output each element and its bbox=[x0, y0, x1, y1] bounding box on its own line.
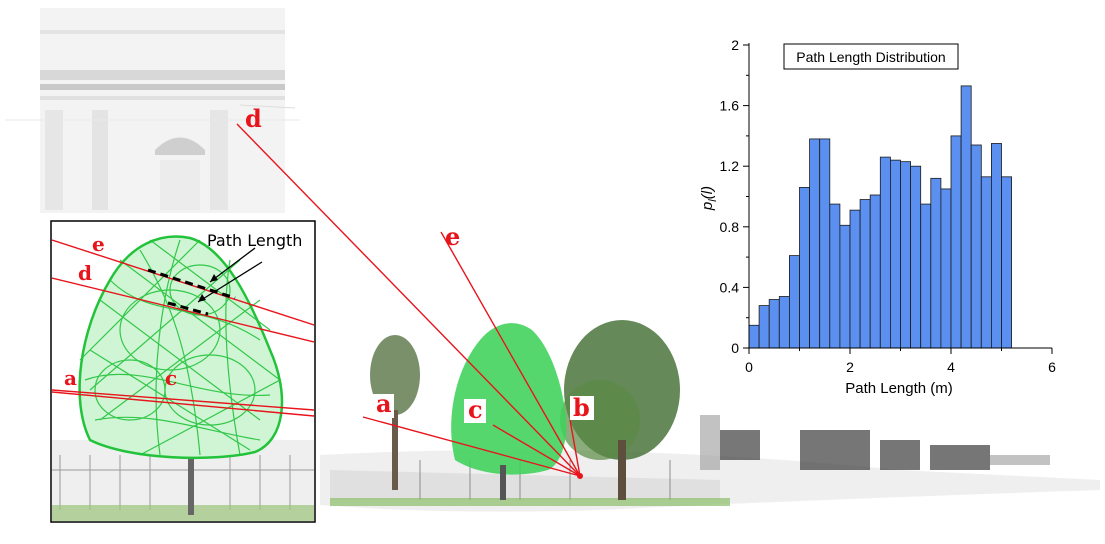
inset-ray-label-a: a bbox=[64, 366, 77, 390]
y-axis-label: pl(l) bbox=[699, 186, 719, 211]
histogram-bar bbox=[970, 144, 982, 349]
inset-ray-label-c: c bbox=[165, 366, 177, 390]
histogram-bar bbox=[809, 138, 821, 349]
chart-title: Path Length Distribution bbox=[796, 49, 945, 65]
scanner-origin bbox=[577, 473, 583, 479]
ray-label-d: d bbox=[245, 104, 262, 133]
histogram-bar bbox=[768, 299, 780, 349]
inset-ray-label-e: e bbox=[92, 232, 105, 256]
x-tick-label: 0 bbox=[745, 359, 753, 375]
histogram-bar bbox=[849, 209, 861, 349]
histogram-bar bbox=[789, 255, 800, 349]
ray-label-a: a bbox=[376, 389, 392, 418]
histogram-bar bbox=[980, 176, 992, 349]
ray-label-b: b bbox=[573, 393, 590, 422]
histogram-chart: 0 0.4 0.8 1.2 1.6 2 0 2 4 6 Path Length Distribu… bbox=[690, 20, 1100, 415]
inset-annotation-path-length: Path Length bbox=[207, 231, 302, 250]
x-tick-label: 4 bbox=[947, 359, 955, 375]
y-tick-label: 0.8 bbox=[720, 219, 740, 235]
y-tick-labels: 0 0.4 0.8 1.2 1.6 2 bbox=[720, 37, 740, 356]
rays-main bbox=[236, 123, 581, 477]
histogram-bar bbox=[930, 177, 942, 349]
ray-label-e: e bbox=[445, 222, 460, 251]
histogram-bar bbox=[890, 159, 901, 349]
histogram-bar bbox=[829, 203, 841, 349]
histogram-bar bbox=[879, 156, 891, 349]
histogram-bar bbox=[960, 85, 972, 349]
histogram-bar bbox=[950, 135, 962, 349]
y-tick-label: 0.4 bbox=[720, 279, 740, 295]
ray-a bbox=[362, 416, 581, 477]
ray-e bbox=[440, 231, 581, 477]
target-tree-canopy bbox=[451, 323, 567, 475]
street-pointcloud bbox=[320, 320, 1100, 512]
ray-b bbox=[569, 419, 581, 477]
histogram-bar bbox=[920, 203, 932, 349]
inset-ray-label-d: d bbox=[78, 261, 92, 285]
ray-d bbox=[236, 123, 581, 477]
chart-axes bbox=[743, 43, 1053, 354]
ray-label-c: c bbox=[468, 395, 483, 424]
y-tick-label: 2 bbox=[731, 37, 739, 53]
histogram-bar bbox=[778, 296, 790, 349]
histogram-bar bbox=[991, 143, 1002, 349]
inset-panel: Path Length e d a c bbox=[50, 220, 316, 523]
y-tick-label: 1.6 bbox=[720, 98, 740, 114]
histogram-bar bbox=[1001, 176, 1013, 349]
histogram-bar bbox=[819, 138, 831, 349]
x-tick-labels: 0 2 4 6 bbox=[745, 359, 1056, 375]
x-tick-label: 2 bbox=[846, 359, 854, 375]
histogram-bar bbox=[758, 305, 770, 349]
histogram-bar bbox=[900, 161, 912, 349]
y-tick-label: 0 bbox=[731, 340, 739, 356]
histogram-bar bbox=[748, 324, 760, 349]
histogram-bar bbox=[839, 224, 851, 349]
chart-title-box bbox=[783, 43, 959, 70]
building-facade bbox=[5, 8, 300, 213]
histogram-bar bbox=[869, 194, 881, 349]
histogram-bar bbox=[940, 188, 952, 349]
y-tick-label: 1.2 bbox=[720, 158, 740, 174]
x-axis-label: Path Length (m) bbox=[845, 380, 953, 397]
histogram-bar bbox=[910, 165, 922, 349]
histogram-bar bbox=[799, 187, 811, 349]
histogram-bar bbox=[859, 199, 871, 349]
ray-c bbox=[492, 424, 581, 477]
x-tick-label: 6 bbox=[1048, 359, 1056, 375]
